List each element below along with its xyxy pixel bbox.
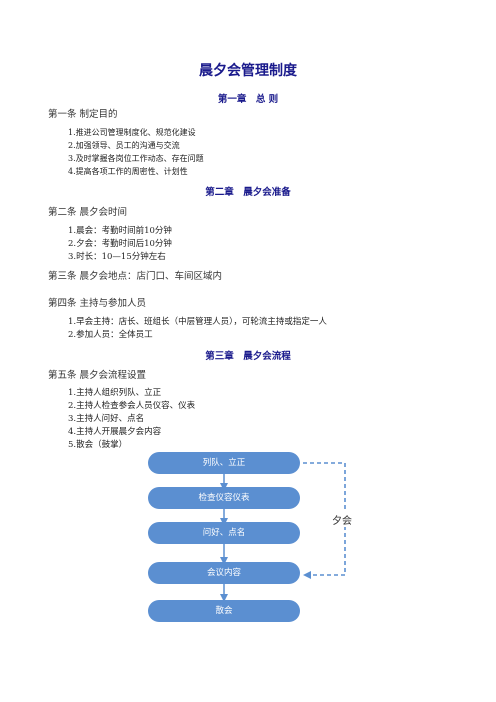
flow-step-content: 会议内容 <box>148 562 300 584</box>
article-5-item-4: 4.主持人开展晨夕会内容 <box>68 427 162 437</box>
flow-step-dismiss: 散会 <box>148 600 300 622</box>
article-5-heading: 第五条 晨夕会流程设置 <box>48 370 147 381</box>
loop-label: 夕会 <box>330 512 354 527</box>
article-2-item-3: 3.时长：10—15分钟左右 <box>68 252 166 262</box>
article-1-heading: 第一条 制定目的 <box>48 109 118 120</box>
chapter-2-heading: 第二章 晨夕会准备 <box>205 187 291 198</box>
article-1-item-3: 3.及时掌握各岗位工作动态、存在问题 <box>68 154 204 163</box>
flow-step-line-up: 列队、立正 <box>148 452 300 474</box>
chapter-3-heading: 第三章 晨夕会流程 <box>205 351 291 362</box>
article-1-item-1: 1.推进公司管理制度化、规范化建设 <box>68 128 196 137</box>
article-4-item-2: 2.参加人员：全体员工 <box>68 330 153 340</box>
article-3-heading: 第三条 晨夕会地点：店门口、车间区域内 <box>48 271 223 282</box>
chapter-1-heading: 第一章 总 则 <box>217 94 279 105</box>
article-1-item-4: 4.提高各项工作的周密性、计划性 <box>68 167 188 176</box>
article-5-item-1: 1.主持人组织列队、立正 <box>68 388 162 398</box>
article-5-item-3: 3.主持人问好、点名 <box>68 414 145 424</box>
article-4-item-1: 1.早会主持：店长、班组长（中层管理人员），可轮流主持或指定一人 <box>68 317 327 327</box>
flow-step-greet: 问好、点名 <box>148 522 300 544</box>
article-2-item-2: 2.夕会：考勤时间后10分钟 <box>68 239 172 249</box>
flow-step-inspect: 检查仪容仪表 <box>148 487 300 509</box>
article-4-heading: 第四条 主持与参加人员 <box>48 298 147 309</box>
article-2-heading: 第二条 晨夕会时间 <box>48 207 128 218</box>
article-5-item-2: 2.主持人检查参会人员仪容、仪表 <box>68 401 196 411</box>
article-1-item-2: 2.加强领导、员工的沟通与交流 <box>68 141 180 150</box>
document-title: 晨夕会管理制度 <box>199 63 297 79</box>
article-5-item-5: 5.散会（鼓掌） <box>68 440 128 450</box>
article-2-item-1: 1.晨会：考勤时间前10分钟 <box>68 226 172 236</box>
